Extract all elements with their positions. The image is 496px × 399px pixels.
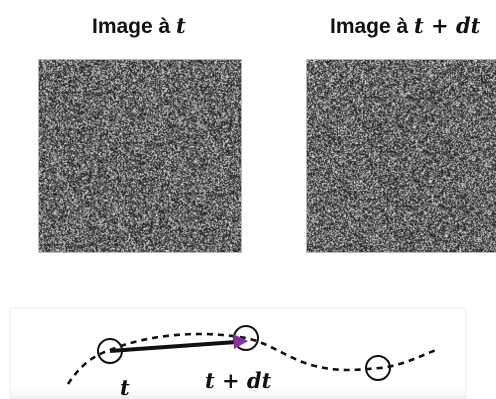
diagram-bottom-fade (10, 388, 466, 399)
label-t-dt: t + dt (205, 368, 272, 393)
particle-position-next (365, 355, 391, 381)
noise-image-t-dt (306, 59, 496, 253)
particle-trajectory-diagram: t t + dt (9, 307, 467, 399)
displacement-arrow-head (233, 334, 248, 349)
noise-canvas-t (39, 60, 241, 252)
title-math-t-dt: t + dt (414, 13, 481, 38)
frame-title-t-dt: Image à t + dt (330, 10, 480, 42)
title-prefix: Image à (92, 15, 177, 38)
noise-canvas-t-dt (307, 60, 496, 252)
frame-title-t: Image à t (92, 10, 186, 42)
displacement-vector (109, 340, 237, 353)
noise-image-t (38, 59, 242, 253)
title-math-t: t (176, 13, 186, 38)
label-t: t (120, 375, 130, 399)
diagram-panel (9, 307, 467, 399)
title-prefix: Image à (330, 15, 415, 38)
